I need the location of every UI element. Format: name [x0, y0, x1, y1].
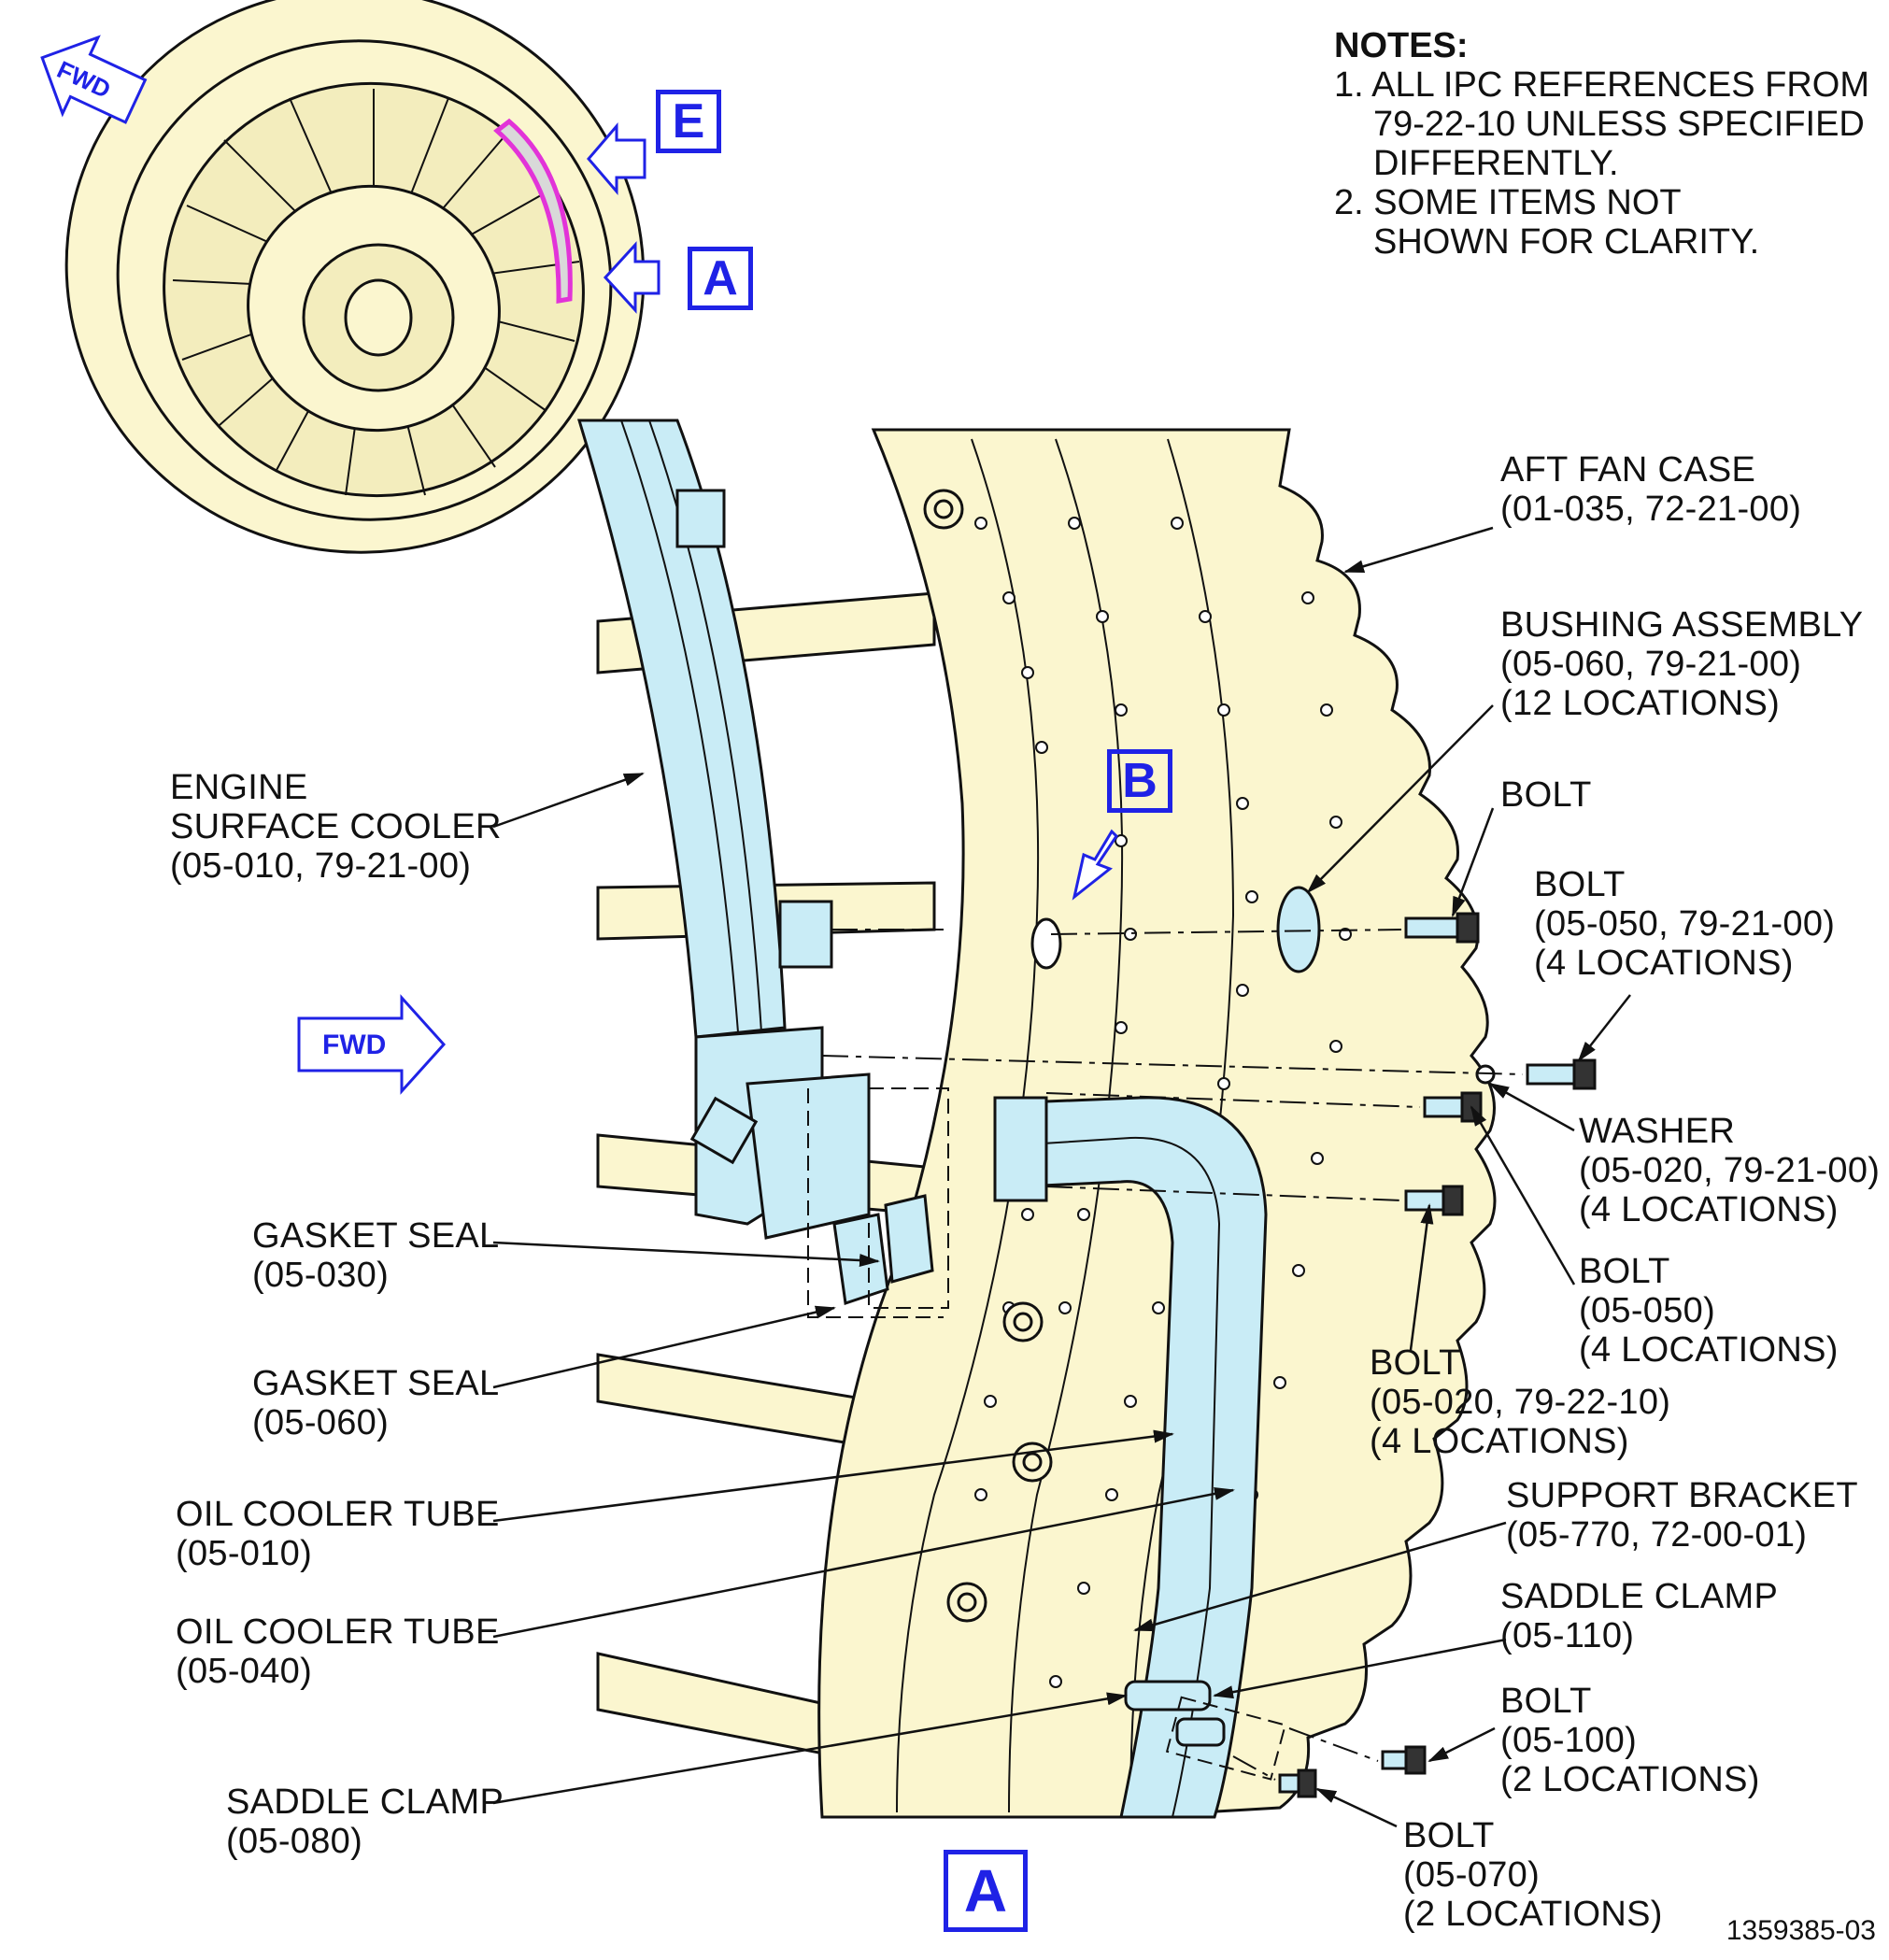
- tube-flange: [993, 1096, 1048, 1202]
- bolt-05-100-name: BOLT: [1500, 1682, 1592, 1721]
- saddle-clamp-080-ref: (05-080): [226, 1822, 363, 1861]
- bolt-05-100-ref: (05-100): [1500, 1721, 1638, 1760]
- figure-id: 1359385-03: [1726, 1915, 1876, 1946]
- manifold-block: [689, 1026, 871, 1240]
- support-bracket-ref: (05-770, 72-00-01): [1506, 1515, 1808, 1555]
- saddle-clamp-110-name: SADDLE CLAMP: [1500, 1577, 1779, 1616]
- note-2-number: 2.: [1334, 183, 1364, 222]
- notes-title: NOTES:: [1334, 26, 1469, 65]
- callout-bolt-05-070: BOLT (05-070) (2 LOCATIONS): [1403, 1816, 1663, 1934]
- washer-qty: (4 LOCATIONS): [1579, 1190, 1839, 1229]
- note-1-line-3: DIFFERENTLY.: [1373, 144, 1619, 183]
- view-label-e: E: [656, 90, 721, 153]
- note-1-line-1: ALL IPC REFERENCES FROM: [1371, 65, 1869, 105]
- note-1: 1. ALL IPC REFERENCES FROM: [1334, 65, 1869, 105]
- washer-ref: (05-020, 79-21-00): [1579, 1151, 1881, 1190]
- callout-saddle-clamp-080: SADDLE CLAMP (05-080): [226, 1782, 504, 1861]
- view-a-arrow: [603, 241, 660, 314]
- bushing-assembly-name: BUSHING ASSEMBLY: [1500, 605, 1864, 645]
- oil-cooler-tube-040-name: OIL COOLER TUBE: [176, 1612, 500, 1652]
- callout-bushing-assembly: BUSHING ASSEMBLY (05-060, 79-21-00) (12 …: [1500, 605, 1863, 723]
- saddle-clamps: [1124, 1680, 1226, 1747]
- bolt-05-050-qty: (4 LOCATIONS): [1579, 1330, 1839, 1370]
- bolts: [1278, 912, 1597, 1798]
- note-2-line-1: SOME ITEMS NOT: [1373, 183, 1682, 222]
- view-label-a-top: A: [688, 247, 753, 310]
- callout-bolt-05-050-79: BOLT (05-050, 79-21-00) (4 LOCATIONS): [1534, 865, 1835, 983]
- bolt-05-050-name: BOLT: [1579, 1252, 1670, 1291]
- bolt-05-050-79-name: BOLT: [1534, 865, 1626, 904]
- callout-oil-cooler-tube-040: OIL COOLER TUBE (05-040): [176, 1612, 500, 1691]
- bolt-05-050-79-qty: (4 LOCATIONS): [1534, 944, 1794, 983]
- callout-engine-surface-cooler: ENGINE SURFACE COOLER (05-010, 79-21-00): [170, 768, 502, 886]
- bushing-assembly-shape: [1276, 886, 1321, 973]
- gasket-seal-030-name: GASKET SEAL: [252, 1216, 500, 1256]
- callout-oil-cooler-tube-010: OIL COOLER TUBE (05-010): [176, 1495, 500, 1573]
- callout-saddle-clamp-110: SADDLE CLAMP (05-110): [1500, 1577, 1778, 1655]
- callout-bolt-plain: BOLT: [1500, 775, 1592, 815]
- oil-cooler-tube-040-ref: (05-040): [176, 1652, 313, 1691]
- engine-surface-cooler-line-1: ENGINE: [170, 768, 308, 807]
- case-fasteners: [923, 489, 1062, 1623]
- note-2-line-2: SHOWN FOR CLARITY.: [1373, 222, 1760, 262]
- bolt-05-050-79-ref: (05-050, 79-21-00): [1534, 904, 1836, 944]
- note-1-number: 1.: [1334, 65, 1364, 105]
- view-e-arrow: [587, 121, 646, 196]
- callout-support-bracket: SUPPORT BRACKET (05-770, 72-00-01): [1506, 1476, 1858, 1555]
- bolt-plain-name: BOLT: [1500, 775, 1592, 815]
- notes-block: NOTES: 1. ALL IPC REFERENCES FROM 79-22-…: [1334, 26, 1869, 262]
- callout-gasket-seal-030: GASKET SEAL (05-030): [252, 1216, 500, 1295]
- callout-bolt-05-050: BOLT (05-050) (4 LOCATIONS): [1579, 1252, 1839, 1370]
- callout-bolt-05-020: BOLT (05-020, 79-22-10) (4 LOCATIONS): [1370, 1343, 1670, 1461]
- engine-surface-cooler-line-2: SURFACE COOLER: [170, 807, 502, 846]
- callout-gasket-seal-060: GASKET SEAL (05-060): [252, 1364, 500, 1442]
- aft-fan-case-name: AFT FAN CASE: [1500, 450, 1756, 490]
- oil-cooler-tube-010-ref: (05-010): [176, 1534, 313, 1573]
- gasket-seal-030-ref: (05-030): [252, 1256, 390, 1295]
- fwd-arrow-mid-shape: [297, 994, 447, 1095]
- bolt-05-100-qty: (2 LOCATIONS): [1500, 1760, 1760, 1799]
- bushing-assembly-qty: (12 LOCATIONS): [1500, 684, 1781, 723]
- oil-cooler-tube-shape: [1021, 1096, 1268, 1819]
- note-2: 2. SOME ITEMS NOT: [1334, 183, 1869, 222]
- saddle-clamp-110-ref: (05-110): [1500, 1616, 1635, 1655]
- callout-bolt-05-100: BOLT (05-100) (2 LOCATIONS): [1500, 1682, 1760, 1799]
- support-bracket-name: SUPPORT BRACKET: [1506, 1476, 1858, 1515]
- bolt-05-070-ref: (05-070): [1403, 1855, 1541, 1895]
- fwd-arrow-top-shape: [40, 35, 148, 124]
- bolt-05-070-qty: (2 LOCATIONS): [1403, 1895, 1663, 1934]
- view-label-a-bottom: A: [944, 1850, 1028, 1932]
- saddle-clamp-080-name: SADDLE CLAMP: [226, 1782, 504, 1822]
- view-b-arrow: [1072, 829, 1118, 901]
- bolt-05-050-ref: (05-050): [1579, 1291, 1716, 1330]
- gasket-seal-060-name: GASKET SEAL: [252, 1364, 500, 1403]
- bolt-05-020-qty: (4 LOCATIONS): [1370, 1422, 1629, 1461]
- engine-surface-cooler-shape: [576, 419, 787, 1039]
- callout-aft-fan-case: AFT FAN CASE (01-035, 72-21-00): [1500, 450, 1801, 529]
- fwd-label-mid: FWD: [322, 1030, 387, 1060]
- bushing-assembly-ref: (05-060, 79-21-00): [1500, 645, 1802, 684]
- bolt-05-020-ref: (05-020, 79-22-10): [1370, 1383, 1671, 1422]
- washer-name: WASHER: [1579, 1112, 1736, 1151]
- note-1-line-2: 79-22-10 UNLESS SPECIFIED: [1373, 105, 1865, 144]
- view-label-b: B: [1107, 749, 1172, 813]
- aft-fan-case-ref: (01-035, 72-21-00): [1500, 490, 1802, 529]
- engine-thumbnail: [64, 0, 646, 554]
- oil-cooler-tube-010-name: OIL COOLER TUBE: [176, 1495, 500, 1534]
- engine-surface-cooler-ref: (05-010, 79-21-00): [170, 846, 472, 886]
- callout-washer: WASHER (05-020, 79-21-00) (4 LOCATIONS): [1579, 1112, 1880, 1229]
- gasket-seal-060-ref: (05-060): [252, 1403, 390, 1442]
- bolt-05-070-name: BOLT: [1403, 1816, 1495, 1855]
- bolt-05-020-name: BOLT: [1370, 1343, 1461, 1383]
